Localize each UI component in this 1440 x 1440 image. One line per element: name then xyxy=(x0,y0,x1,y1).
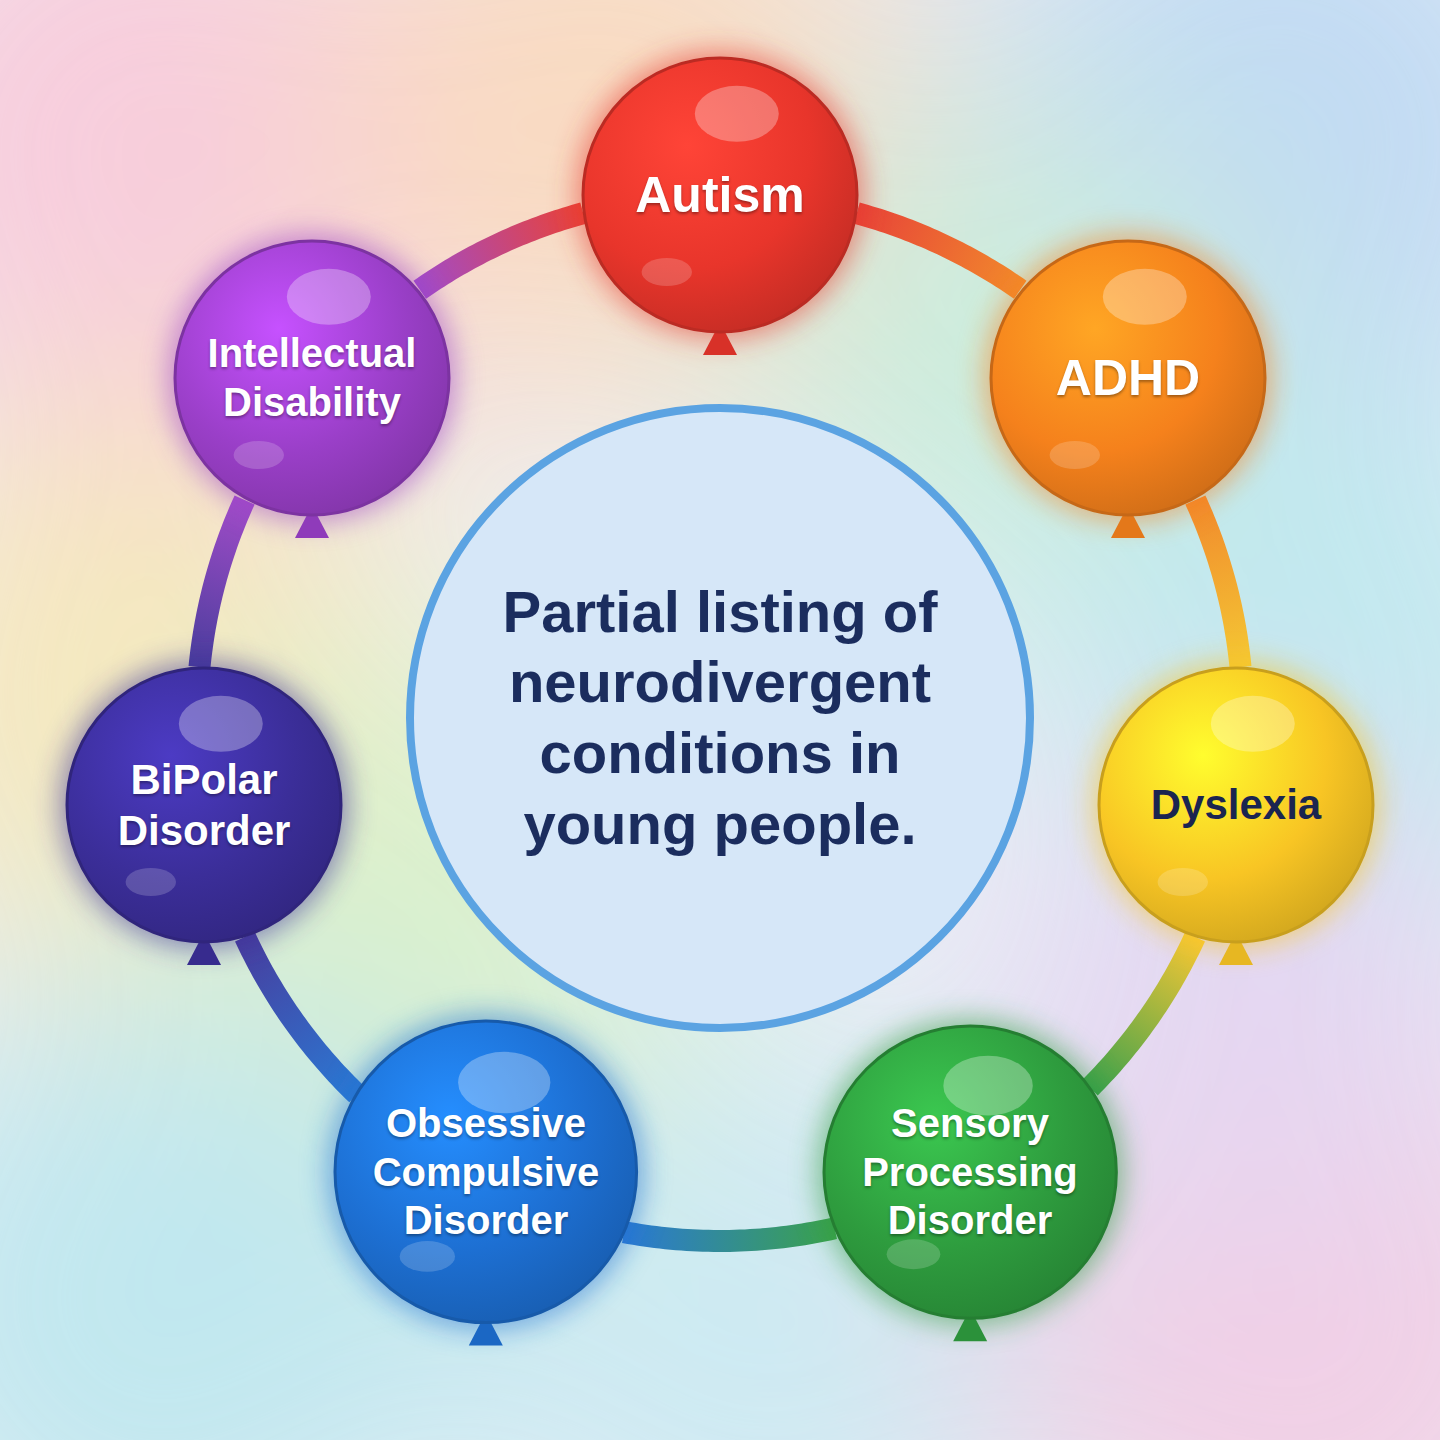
condition-name: Obsessive Compulsive Disorder xyxy=(364,1099,608,1245)
node-label-box: Obsessive Compulsive Disorder xyxy=(332,1018,640,1326)
balloon-highlight xyxy=(1158,868,1208,896)
ring-connector xyxy=(245,937,357,1095)
balloon-knot xyxy=(703,332,737,355)
balloon-highlight xyxy=(126,868,176,896)
ring-connector xyxy=(857,213,1020,290)
condition-name: Intellectual Disability xyxy=(190,329,434,427)
node-label-box: Autism xyxy=(580,55,860,335)
condition-name: BiPolar Disorder xyxy=(82,754,326,856)
balloon-body xyxy=(824,1026,1116,1318)
balloon-glow xyxy=(576,51,864,339)
condition-balloon: Sensory Processing Disorder xyxy=(821,1023,1119,1321)
node-label-box: BiPolar Disorder xyxy=(64,665,344,945)
balloon-glow xyxy=(328,1014,644,1330)
condition-name: Autism xyxy=(635,165,804,226)
balloon-shape xyxy=(172,238,452,518)
balloon-glow xyxy=(817,1019,1123,1325)
balloon-highlight xyxy=(287,269,371,325)
node-label-box: Sensory Processing Disorder xyxy=(821,1023,1119,1321)
balloon-shape xyxy=(64,665,344,945)
balloon-body xyxy=(335,1021,637,1323)
balloon-highlight xyxy=(179,696,263,752)
balloon-knot xyxy=(295,515,329,538)
ring-connector xyxy=(1195,500,1240,667)
ring-connector xyxy=(199,500,244,667)
balloon-body xyxy=(583,58,857,332)
balloon-highlight xyxy=(886,1239,940,1269)
ring-connector xyxy=(420,213,583,290)
node-label-box: Intellectual Disability xyxy=(172,238,452,518)
ring-connector xyxy=(1090,937,1195,1088)
balloon-highlight xyxy=(234,441,284,469)
balloon-glow xyxy=(984,234,1272,522)
center-heading: Partial listing of neurodivergent condit… xyxy=(470,577,970,860)
condition-balloon: BiPolar Disorder xyxy=(64,665,344,945)
condition-balloon: Obsessive Compulsive Disorder xyxy=(332,1018,640,1326)
balloon-body xyxy=(175,241,449,515)
ring-connector xyxy=(624,1228,835,1241)
condition-balloon: Intellectual Disability xyxy=(172,238,452,518)
balloon-highlight xyxy=(1103,269,1187,325)
balloon-knot xyxy=(187,942,221,965)
center-circle-shape xyxy=(405,403,1035,1033)
balloon-glow xyxy=(1092,661,1380,949)
condition-name: Dyslexia xyxy=(1151,779,1321,830)
center-circle: Partial listing of neurodivergent condit… xyxy=(405,403,1035,1033)
condition-balloon: ADHD xyxy=(988,238,1268,518)
balloon-knot xyxy=(469,1323,503,1346)
center-disc xyxy=(410,408,1030,1028)
node-label-box: Partial listing of neurodivergent condit… xyxy=(405,403,1035,1033)
balloon-body xyxy=(67,668,341,942)
balloon-highlight xyxy=(1211,696,1295,752)
balloon-body xyxy=(1099,668,1373,942)
balloon-highlight xyxy=(695,86,779,142)
balloon-highlight xyxy=(642,258,692,286)
balloon-knot xyxy=(953,1318,987,1341)
node-label-box: ADHD xyxy=(988,238,1268,518)
balloon-knot xyxy=(1219,942,1253,965)
balloon-body xyxy=(991,241,1265,515)
balloon-glow xyxy=(168,234,456,522)
balloon-glow xyxy=(60,661,348,949)
balloon-highlight xyxy=(1050,441,1100,469)
condition-balloon: Dyslexia xyxy=(1096,665,1376,945)
condition-balloon: Autism xyxy=(580,55,860,335)
balloon-knot xyxy=(1111,515,1145,538)
condition-name: ADHD xyxy=(1056,348,1200,409)
condition-name: Sensory Processing Disorder xyxy=(848,1099,1092,1245)
node-label-box: Dyslexia xyxy=(1096,665,1376,945)
balloon-highlight xyxy=(400,1241,455,1272)
